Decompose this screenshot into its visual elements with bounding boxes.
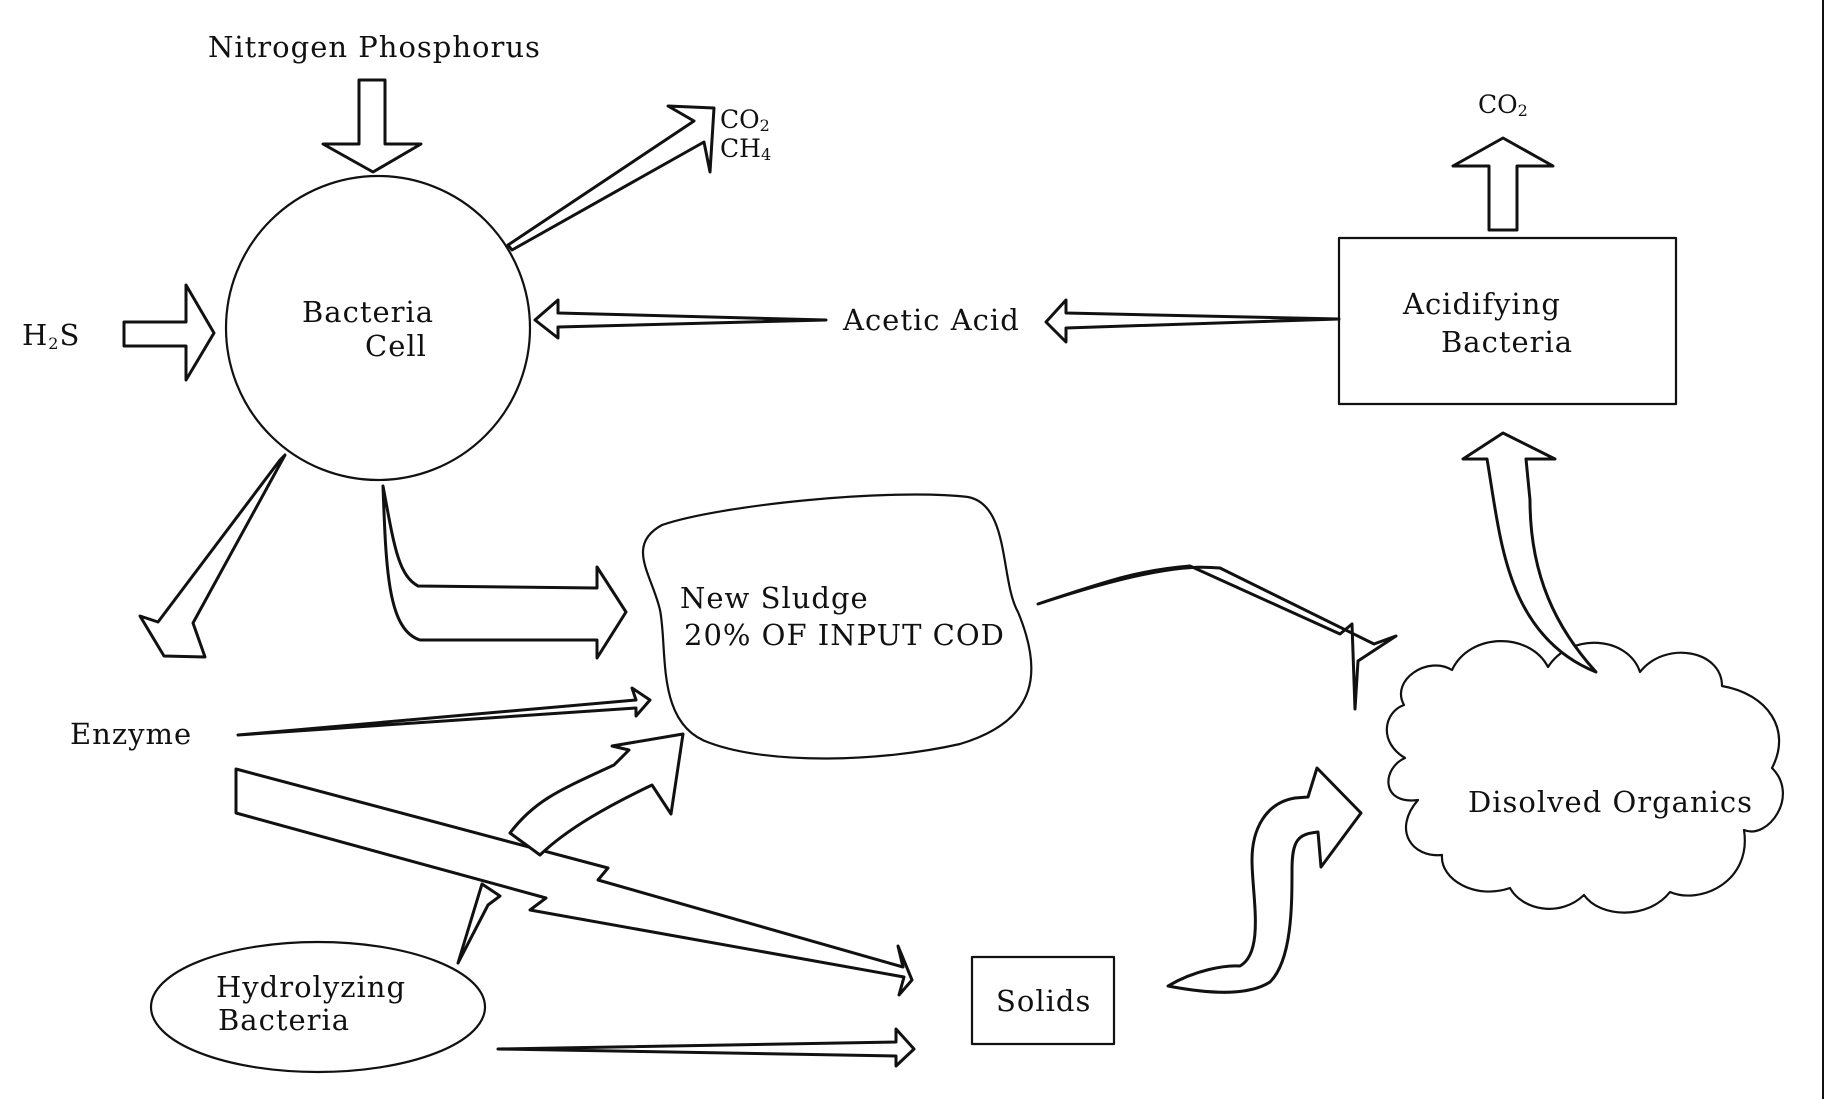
nitrogen-phosphorus-input-arrow xyxy=(321,78,423,174)
acidifying-bacteria-label-line2: Bacteria xyxy=(1441,325,1573,359)
bacteria-cell-node xyxy=(224,174,532,482)
h2s-input-arrow xyxy=(122,283,216,382)
organics-to-acidifying-arrow xyxy=(1461,431,1598,674)
hydrolyzing-bacteria-label-line1: Hydrolyzing xyxy=(216,970,406,1004)
bacteria-cell-label-line2: Cell xyxy=(365,329,427,363)
hydrolyzing-to-new-sludge-arrow xyxy=(508,732,685,857)
bacteria-cell-label-line1: Bacteria xyxy=(302,295,434,329)
co2-output-label: CO2 xyxy=(720,105,770,135)
new-sludge-node xyxy=(641,493,1033,760)
acidifying-bacteria-node xyxy=(1337,236,1678,406)
cell-to-new-sludge-arrow xyxy=(381,484,628,660)
enzyme-to-new-sludge-arrow xyxy=(236,686,652,737)
cell-to-enzyme-arrow xyxy=(138,453,287,659)
enzyme-to-solids-bolt-arrow xyxy=(234,767,914,997)
acetic-acid-to-cell-arrow xyxy=(533,298,828,340)
co2-ch4-output-arrow xyxy=(506,104,716,252)
nitrogen-phosphorus-label: Nitrogen Phosphorus xyxy=(208,30,541,64)
hydrolyzing-spark-arrow xyxy=(456,882,502,965)
co2-release-arrow xyxy=(1451,136,1555,232)
solids-to-organics-arrow xyxy=(1166,766,1363,994)
disolved-organics-node xyxy=(1385,640,1784,914)
ch4-output-label: CH4 xyxy=(720,134,771,164)
new-sludge-label-line2: 20% OF INPUT COD xyxy=(684,618,1005,652)
acidifying-bacteria-label-line1: Acidifying xyxy=(1402,287,1561,321)
solids-node xyxy=(970,955,1116,1046)
acetic-acid-label: Acetic Acid xyxy=(842,303,1020,337)
co2-release-label: CO2 xyxy=(1478,90,1528,120)
hydrolyzing-bacteria-node xyxy=(149,940,487,1074)
new-sludge-label-line1: New Sludge xyxy=(680,581,869,615)
enzyme-label: Enzyme xyxy=(70,717,192,751)
acidifying-to-acetic-acid-arrow xyxy=(1044,298,1341,344)
disolved-organics-label: Disolved Organics xyxy=(1468,785,1753,819)
hydrolyzing-to-solids-arrow xyxy=(496,1027,916,1068)
solids-label: Solids xyxy=(996,984,1091,1018)
h2s-label: H2S xyxy=(22,318,80,353)
new-sludge-to-organics-arrow xyxy=(1036,564,1398,711)
hydrolyzing-bacteria-label-line2: Bacteria xyxy=(218,1003,350,1037)
